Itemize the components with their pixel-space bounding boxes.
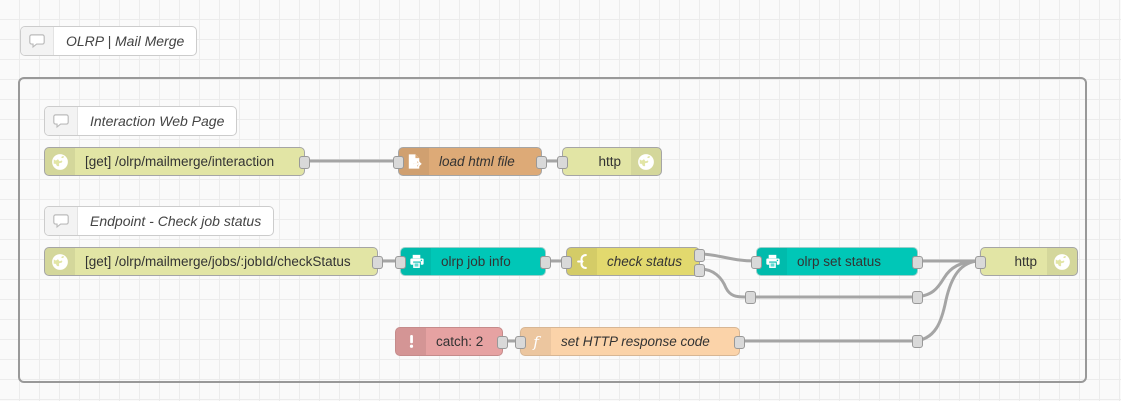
- comment-icon: [45, 107, 78, 135]
- svg-text:f: f: [532, 333, 541, 351]
- input-port[interactable]: [975, 256, 986, 269]
- function-icon: f: [521, 328, 551, 355]
- flow-title-comment[interactable]: OLRP | Mail Merge: [20, 26, 198, 56]
- node-label: catch: 2: [436, 334, 484, 349]
- comment-label: Endpoint - Check job status: [90, 213, 262, 229]
- output-port-1[interactable]: [694, 249, 705, 262]
- node-http-in-interaction[interactable]: [get] /olrp/mailmerge/interaction: [44, 147, 310, 176]
- globe-icon: [631, 148, 661, 175]
- node-label: olrp set status: [797, 254, 882, 269]
- node-http-response-1[interactable]: http: [557, 147, 662, 176]
- input-port[interactable]: [557, 156, 568, 169]
- input-port[interactable]: [395, 256, 406, 269]
- comment-label: Interaction Web Page: [90, 113, 225, 129]
- globe-icon: [1047, 248, 1077, 275]
- wire-midpoint-handle[interactable]: [912, 335, 923, 348]
- node-check-status[interactable]: check status: [561, 247, 705, 277]
- output-port[interactable]: [734, 336, 745, 349]
- alert-icon: [396, 328, 426, 355]
- comment-icon: [45, 207, 78, 235]
- node-label: [get] /olrp/mailmerge/jobs/:jobId/checkS…: [85, 254, 351, 269]
- node-catch[interactable]: catch: 2: [395, 327, 508, 356]
- node-label: olrp job info: [441, 254, 511, 269]
- printer-icon: [401, 248, 431, 275]
- node-set-http-response-code[interactable]: f set HTTP response code: [515, 327, 745, 356]
- node-http-in-checkstatus[interactable]: [get] /olrp/mailmerge/jobs/:jobId/checkS…: [44, 247, 383, 276]
- output-port[interactable]: [912, 256, 923, 269]
- node-label: set HTTP response code: [561, 334, 710, 349]
- output-port[interactable]: [497, 336, 508, 349]
- input-port[interactable]: [751, 256, 762, 269]
- comment-icon: [21, 27, 54, 55]
- node-label: check status: [607, 254, 683, 269]
- node-olrp-job-info[interactable]: olrp job info: [395, 247, 551, 276]
- output-port-2[interactable]: [694, 264, 705, 277]
- flow-group[interactable]: [18, 77, 1087, 383]
- output-port[interactable]: [536, 156, 547, 169]
- node-label: load html file: [439, 154, 515, 169]
- output-port[interactable]: [372, 256, 383, 269]
- node-load-html-file[interactable]: load html file: [393, 147, 547, 176]
- node-olrp-set-status[interactable]: olrp set status: [751, 247, 923, 276]
- file-in-icon: [399, 148, 429, 175]
- comment-interaction-web-page[interactable]: Interaction Web Page: [44, 106, 238, 136]
- node-http-response-2[interactable]: http: [975, 247, 1078, 276]
- globe-icon: [45, 248, 75, 275]
- input-port[interactable]: [515, 336, 526, 349]
- input-port[interactable]: [561, 256, 572, 269]
- wire-midpoint-handle[interactable]: [912, 291, 923, 304]
- globe-icon: [45, 148, 75, 175]
- node-label: http: [1014, 254, 1037, 269]
- node-label: [get] /olrp/mailmerge/interaction: [85, 154, 275, 169]
- switch-icon: [567, 248, 597, 275]
- comment-endpoint-check-job-status[interactable]: Endpoint - Check job status: [44, 206, 275, 236]
- node-label: http: [598, 154, 621, 169]
- flow-title-label: OLRP | Mail Merge: [66, 33, 185, 49]
- input-port[interactable]: [393, 156, 404, 169]
- output-port[interactable]: [299, 156, 310, 169]
- wire-midpoint-handle[interactable]: [745, 291, 756, 304]
- output-port[interactable]: [540, 256, 551, 269]
